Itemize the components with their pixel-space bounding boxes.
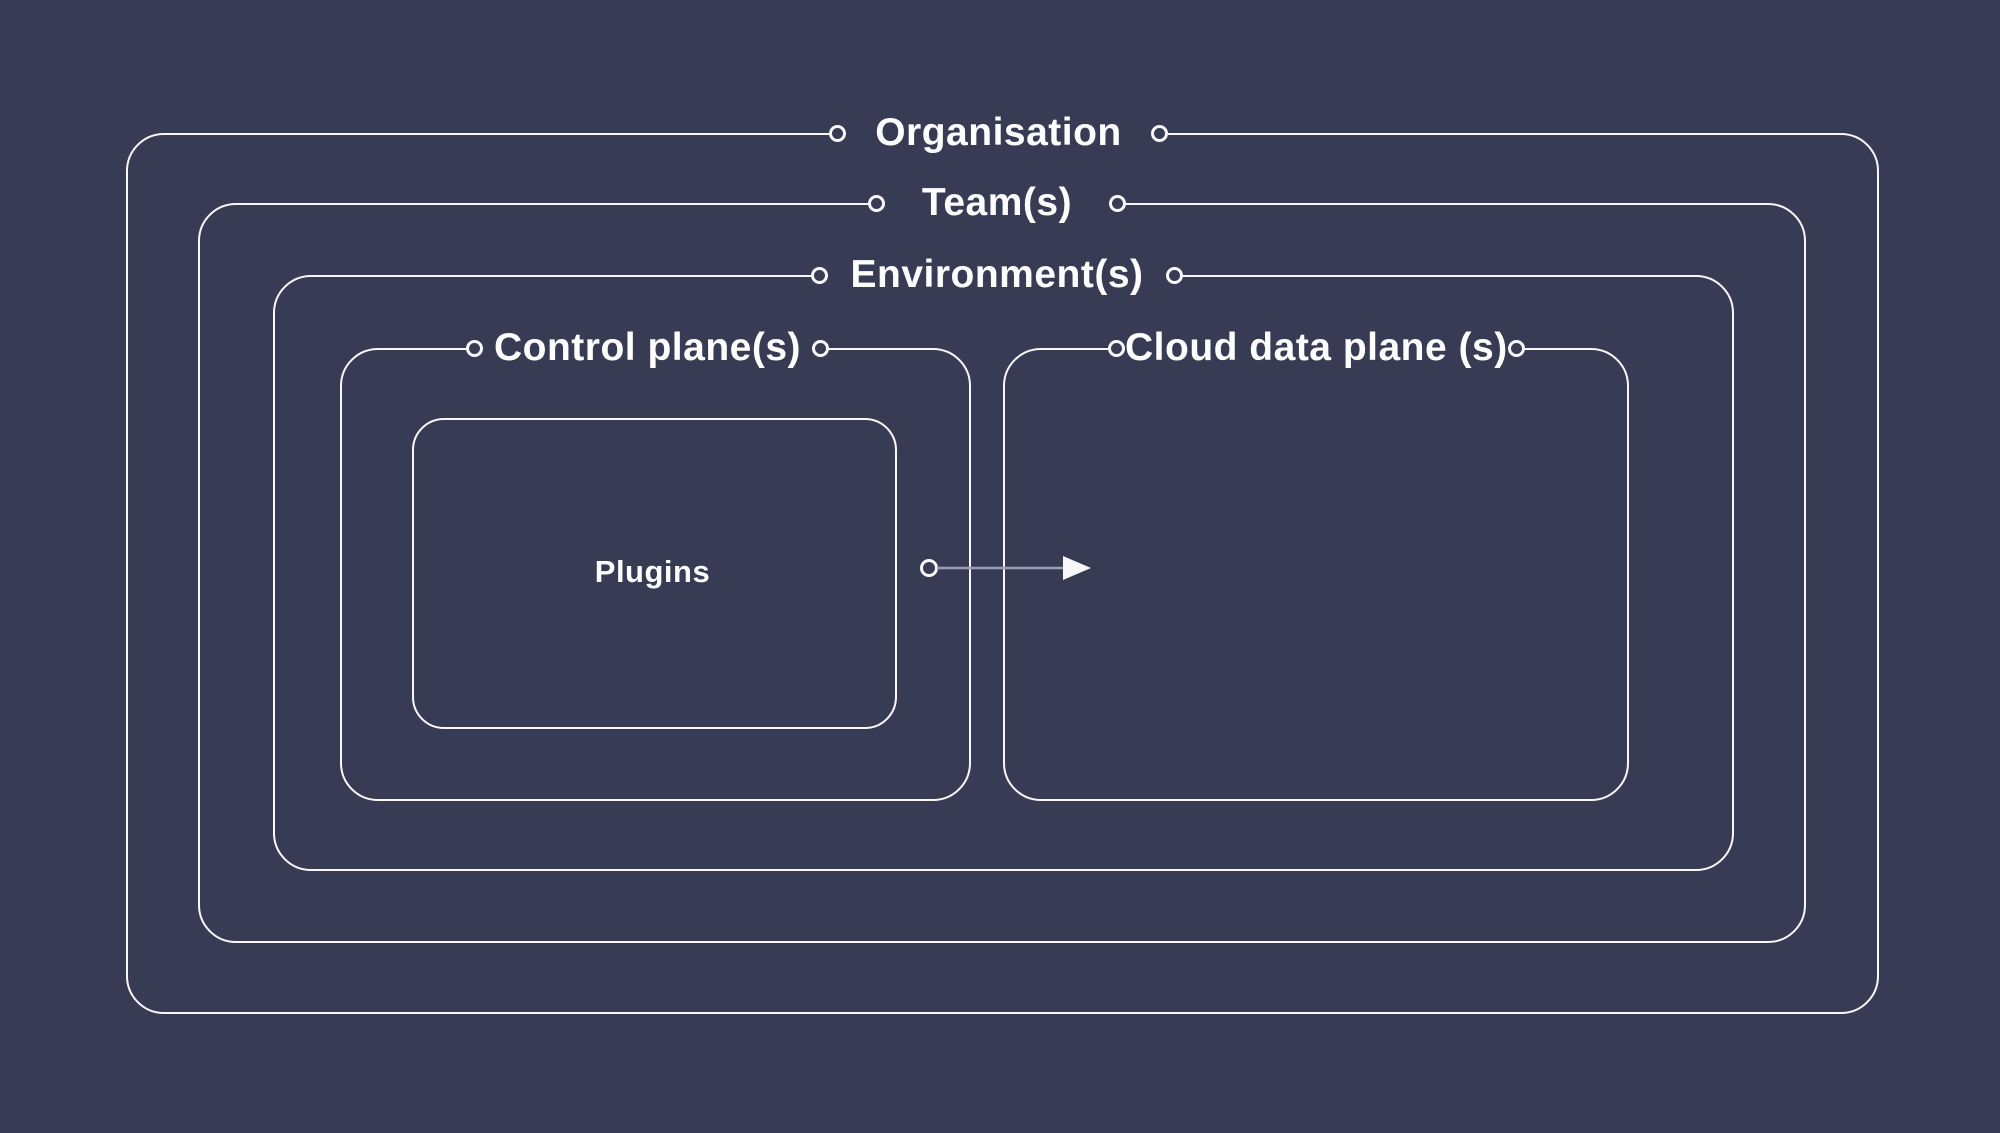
arrow-start-node	[920, 559, 938, 577]
control-plane-label: Control plane(s)	[494, 326, 801, 369]
node-circle-icon	[812, 339, 829, 357]
arrow-head	[1063, 556, 1091, 580]
plugins-box	[412, 418, 897, 729]
node-circle-icon	[466, 339, 483, 357]
environment-title: Environment(s)	[811, 253, 1183, 296]
node-circle-icon	[829, 124, 846, 142]
node-circle-icon	[1507, 339, 1525, 357]
node-circle-icon	[811, 266, 828, 284]
node-circle-icon	[868, 194, 885, 212]
node-circle-icon	[1109, 194, 1126, 212]
node-circle-icon	[1108, 339, 1125, 357]
cloud-data-plane-title: Cloud data plane (s)	[1108, 326, 1525, 369]
environment-label: Environment(s)	[850, 253, 1144, 296]
cloud-data-plane-label: Cloud data plane (s)	[1125, 326, 1508, 369]
control-plane-title: Control plane(s)	[466, 326, 829, 369]
organisation-title: Organisation	[829, 111, 1168, 154]
organisation-label: Organisation	[875, 111, 1122, 154]
team-label: Team(s)	[921, 181, 1073, 224]
team-title: Team(s)	[868, 181, 1126, 224]
plugins-to-cloud-arrow-icon	[920, 556, 1091, 580]
node-circle-icon	[1166, 266, 1183, 284]
node-circle-icon	[1151, 124, 1168, 142]
